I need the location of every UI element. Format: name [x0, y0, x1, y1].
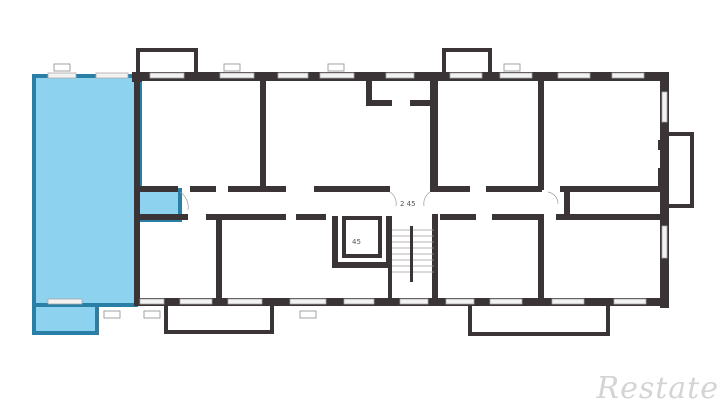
stair-label-lower: 45 — [352, 238, 361, 246]
door-swings — [179, 191, 559, 211]
windows — [47, 72, 668, 305]
radiators — [53, 63, 521, 319]
highlighted-unit[interactable] — [32, 74, 182, 335]
interior-walls — [136, 80, 668, 302]
stair-label-upper: 2 45 — [400, 200, 416, 208]
balconies — [136, 48, 694, 336]
staircase — [392, 229, 434, 273]
brand-watermark: Restate — [596, 371, 719, 406]
